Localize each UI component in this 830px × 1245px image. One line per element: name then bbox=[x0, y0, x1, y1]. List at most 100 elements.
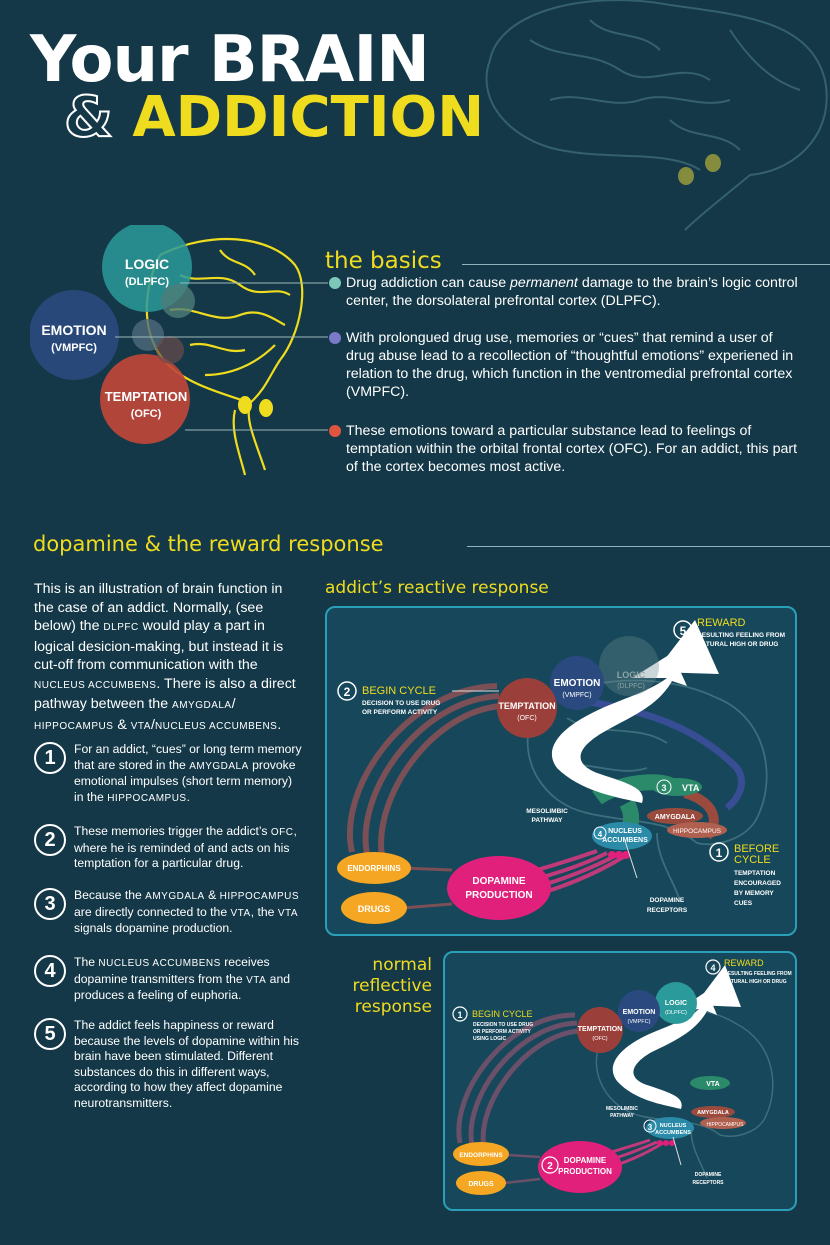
addict-hippocampus-node bbox=[667, 822, 727, 838]
text-segment: , where he is reminded of and acts on hi… bbox=[74, 824, 297, 870]
normal-reward-number-circle bbox=[705, 959, 721, 975]
receptors-leader bbox=[624, 840, 638, 879]
term-small-caps: AMYGDALA bbox=[172, 700, 232, 711]
text-segment: These memories trigger the addict’s bbox=[74, 824, 271, 838]
text-segment: This is an illustration of brain functio… bbox=[34, 581, 283, 634]
addict-temptation-sub: (OFC) bbox=[517, 715, 536, 722]
receptor-dot bbox=[622, 851, 630, 859]
term-small-caps: HIPPOCAMPUS bbox=[219, 891, 300, 902]
normal-logic-label: LOGIC bbox=[665, 1000, 687, 1007]
step-number-badge: 4 bbox=[34, 955, 66, 987]
emotion-label: EMOTION bbox=[41, 322, 106, 338]
vta-number: 3 bbox=[661, 783, 666, 793]
normal-nucleus-number-circle bbox=[643, 1119, 657, 1133]
reward-arrow bbox=[551, 653, 687, 803]
basics-bullet-logic bbox=[329, 277, 341, 289]
addict-nucleus-node bbox=[592, 822, 652, 850]
normal-hippocampus-node bbox=[700, 1117, 746, 1129]
basics-heading: the basics bbox=[325, 248, 442, 274]
normal-dopamine-number: 2 bbox=[547, 1161, 553, 1172]
text-segment: . There is also a direct pathway between… bbox=[34, 675, 296, 713]
normal-mesolimbic-label: PATHWAY bbox=[610, 1113, 634, 1119]
dopamine-intro: This is an illustration of brain functio… bbox=[34, 580, 304, 736]
reward-label: REWARD bbox=[697, 617, 746, 629]
step-text: These memories trigger the addict’s OFC,… bbox=[74, 824, 302, 872]
step-text: The addict feels happiness or reward bec… bbox=[74, 1018, 302, 1111]
normal-amygdala-node bbox=[691, 1106, 735, 1118]
text-segment: . bbox=[186, 789, 190, 804]
nucleus-label: ACCUMBENS bbox=[602, 837, 648, 844]
before-number-circle bbox=[709, 842, 729, 862]
mesolimbic-label: PATHWAY bbox=[532, 817, 564, 824]
term-small-caps: VTA bbox=[230, 907, 251, 919]
normal-begin-sub: OR PERFORM ACTIVITY bbox=[473, 1029, 532, 1035]
step-number-badge: 5 bbox=[34, 1018, 66, 1050]
term-small-caps: DLPFC bbox=[103, 622, 139, 633]
reward-number-circle bbox=[673, 620, 693, 640]
nucleus-label: NUCLEUS bbox=[608, 828, 642, 835]
receptors-label: RECEPTORS bbox=[647, 907, 688, 914]
nucleus-number: 4 bbox=[598, 830, 603, 839]
normal-receptors-label: DOPAMINE bbox=[695, 1172, 722, 1178]
basics-paragraph-2: With prolongued drug use, memories or “c… bbox=[346, 330, 794, 400]
title-line2: & ADDICTION bbox=[63, 85, 485, 150]
normal-receptors-leader bbox=[672, 1136, 682, 1166]
normal-nucleus-node bbox=[646, 1117, 694, 1139]
basics-bullet-emotion bbox=[329, 332, 341, 344]
temptation-label: TEMPTATION bbox=[105, 389, 188, 404]
title-addiction: ADDICTION bbox=[132, 85, 485, 150]
receptors-label: DOPAMINE bbox=[650, 897, 685, 904]
title-line1: Your BRAIN bbox=[30, 23, 430, 97]
normal-endorphins-label: ENDORPHINS bbox=[459, 1152, 503, 1159]
begin-cycle-label: BEGIN CYCLE bbox=[362, 685, 436, 697]
normal-endorphins-link bbox=[507, 1153, 541, 1159]
normal-logic-circle bbox=[655, 982, 697, 1024]
normal-emotion-sub: (VMPFC) bbox=[628, 1019, 651, 1025]
hippocampus-label: HIPPOCAMPUS bbox=[673, 828, 722, 835]
normal-begin-sub: USING LOGIC bbox=[473, 1036, 506, 1042]
step-text: The NUCLEUS ACCUMBENS receives dopamine … bbox=[74, 955, 302, 1004]
text-segment: . bbox=[277, 716, 282, 733]
addict-temptation-label: TEMPTATION bbox=[498, 701, 555, 711]
addict-amygdala-node bbox=[647, 808, 703, 824]
text-segment: / bbox=[231, 696, 236, 712]
basics-paragraph-1: Drug addiction can cause permanent damag… bbox=[346, 274, 801, 310]
text-segment: & bbox=[204, 888, 220, 902]
drugs-link bbox=[401, 902, 453, 910]
text-segment: For an addict, “cues” or long term memor… bbox=[74, 742, 302, 772]
normal-temptation-circle bbox=[577, 1007, 623, 1053]
term-small-caps: OFC bbox=[270, 827, 294, 838]
before-cycle-sub: TEMPTATION bbox=[734, 870, 776, 877]
normal-diagram: 4 REWARD RESULTING FEELING FROM NATURAL … bbox=[452, 958, 792, 1195]
normal-nucleus-label: ACCUMBENS bbox=[655, 1130, 691, 1136]
normal-emotion-label: EMOTION bbox=[623, 1009, 656, 1016]
step-number-badge: 3 bbox=[34, 888, 66, 920]
term-small-caps: VTA bbox=[277, 907, 299, 919]
text-segment: are directly connected to the bbox=[74, 904, 231, 919]
dopamine-heading: dopamine & the reward response bbox=[33, 532, 384, 556]
dopamine-production-label: DOPAMINE bbox=[472, 876, 525, 887]
normal-heading-line: response bbox=[354, 997, 432, 1017]
addict-emotion-label: EMOTION bbox=[554, 678, 601, 689]
basics-p1-text: Drug addiction can cause bbox=[346, 275, 511, 291]
basics-p1-text-end: damage to the brain’s logic control cent… bbox=[346, 275, 798, 309]
term-small-caps: NUCLEUS ACCUMBENS bbox=[154, 720, 278, 732]
normal-logic-sub: (DLPFC) bbox=[665, 1010, 687, 1016]
drugs-ellipse bbox=[341, 892, 407, 924]
term-small-caps: HIPPOCAMPUS bbox=[107, 792, 187, 804]
temptation-region-blob bbox=[156, 336, 184, 364]
reward-sub-label: RESULTING FEELING FROM bbox=[697, 632, 785, 639]
header-brain-outline bbox=[485, 0, 828, 231]
normal-drugs-label: DRUGS bbox=[468, 1181, 494, 1188]
reward-arrow-head bbox=[655, 620, 719, 674]
step-number-badge: 1 bbox=[34, 742, 66, 774]
basics-paragraph-3: These emotions toward a particular subst… bbox=[346, 423, 798, 475]
text-segment: signals dopamine production. bbox=[74, 921, 233, 935]
normal-begin-label: BEGIN CYCLE bbox=[472, 1009, 533, 1019]
normal-begin-sub: DECISION TO USE DRUG bbox=[473, 1022, 533, 1028]
endorphins-ellipse bbox=[337, 852, 411, 884]
normal-reward-arrow-head bbox=[695, 965, 741, 1007]
brain-regions-diagram: LOGIC (DLPFC) EMOTION (VMPFC) TEMPTATION… bbox=[30, 225, 328, 476]
drugs-label: DRUGS bbox=[358, 904, 391, 914]
term-small-caps: HIPPOCAMPUS bbox=[34, 720, 114, 732]
